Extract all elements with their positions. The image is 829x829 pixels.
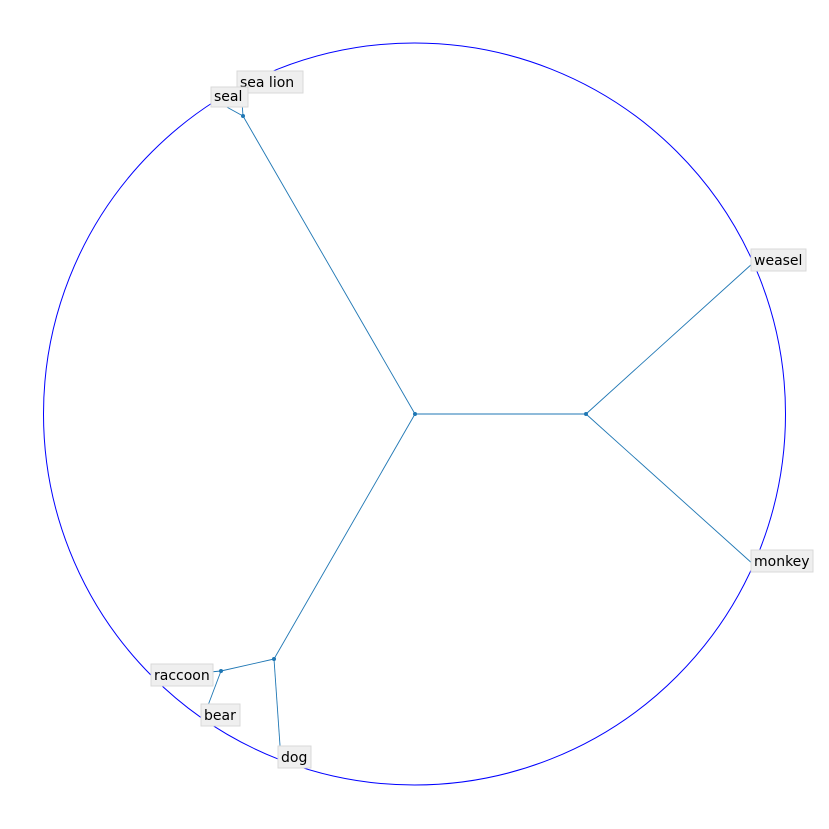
label-box (277, 745, 312, 769)
leaf-label-bear: bear (200, 703, 241, 727)
edge-primate-monkey (585, 413, 755, 566)
nodes-layer (152, 86, 756, 762)
label-box (236, 70, 304, 94)
node-ursid (219, 669, 223, 673)
label-text: monkey (754, 554, 810, 570)
boundary-circle (43, 42, 786, 786)
node-root (413, 412, 417, 416)
label-text: raccoon (154, 668, 210, 684)
label-text: seal (214, 89, 242, 105)
label-box (150, 663, 214, 687)
label-text: dog (281, 750, 307, 766)
leaf-label-monkey: monkey (750, 549, 814, 573)
edge-canid-dog (273, 658, 282, 761)
edge-primate-weasel (585, 262, 754, 415)
label-box (210, 86, 249, 108)
label-box (750, 549, 814, 573)
node-canid (272, 657, 276, 661)
leaf-label-dog: dog (277, 745, 312, 769)
edge-root-canid (273, 413, 416, 660)
label-box (750, 248, 807, 272)
edges-layer (153, 87, 755, 761)
label-text: weasel (754, 253, 802, 269)
leaf-label-raccoon: raccoon (150, 663, 214, 687)
label-text: sea lion (240, 75, 294, 91)
edge-root-pinniped (242, 115, 416, 415)
leaf-label-seal: seal (210, 86, 249, 108)
leaf-label-weasel: weasel (750, 248, 807, 272)
node-pinniped (241, 114, 245, 118)
label-text: bear (204, 708, 236, 724)
edge-canid-ursid (220, 658, 275, 672)
leaf-label-sea-lion: sea lion (236, 70, 304, 94)
label-box (200, 703, 241, 727)
node-primate (584, 412, 588, 416)
